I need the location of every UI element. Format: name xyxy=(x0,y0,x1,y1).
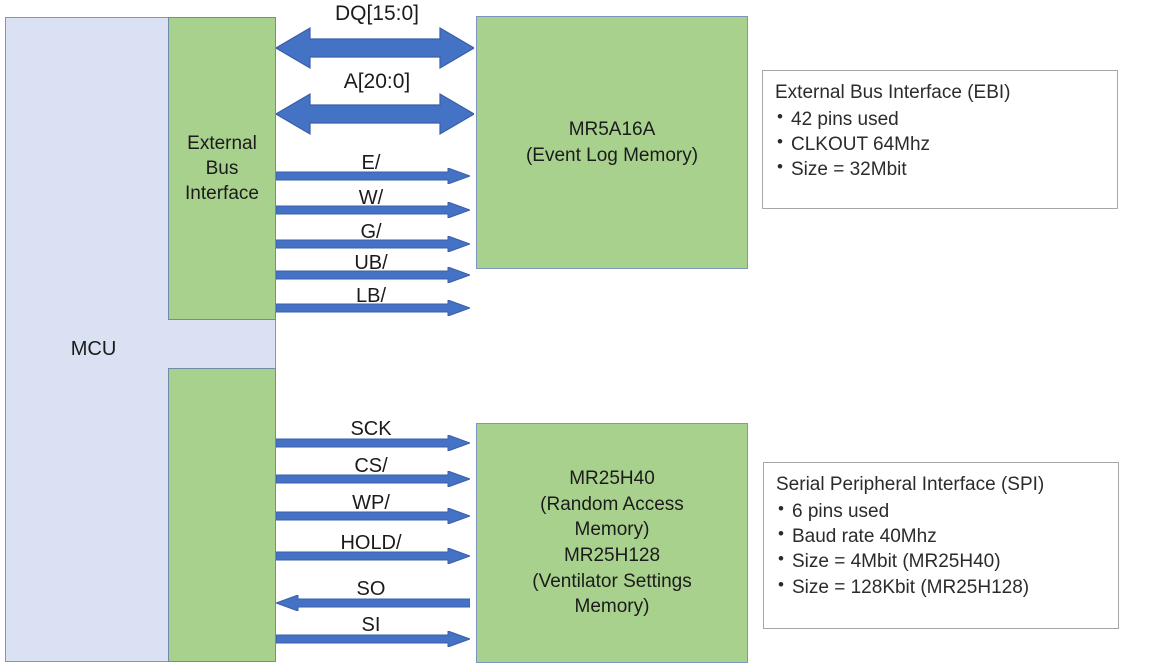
callout-spi-bullet-1: 6 pins used xyxy=(776,498,1106,524)
signal-arrow-hold xyxy=(276,548,470,564)
callout-spi-bullet-2: Baud rate 40Mhz xyxy=(776,523,1106,549)
ebi-block-label-line-3: Interface xyxy=(185,183,259,205)
callout-ebi: External Bus Interface (EBI) 42 pins use… xyxy=(762,70,1118,209)
mcu-label: MCU xyxy=(70,338,117,360)
signal-arrow-sck xyxy=(276,435,470,451)
signal-label-wp: WP/ xyxy=(352,492,390,514)
callout-spi-list: 6 pins used Baud rate 40Mhz Size = 4Mbit… xyxy=(776,498,1106,600)
signal-arrow-so xyxy=(276,595,470,611)
signal-label-e: E/ xyxy=(361,152,381,174)
signal-label-sck: SCK xyxy=(350,418,392,440)
memory-bottom-line-4: MR25H128 xyxy=(563,545,661,566)
callout-spi: Serial Peripheral Interface (SPI) 6 pins… xyxy=(763,462,1119,629)
memory-bottom-line-3: Memory) xyxy=(574,519,650,541)
signal-label-lb: LB/ xyxy=(355,285,387,307)
callout-ebi-bullet-1: 42 pins used xyxy=(775,106,1105,132)
memory-bottom-label: MR25H40 (Random Access Memory) MR25H128 … xyxy=(532,466,691,620)
signal-arrow-cs xyxy=(276,471,470,487)
signal-arrow-ub xyxy=(276,267,470,283)
callout-spi-bullet-3: Size = 4Mbit (MR25H40) xyxy=(776,548,1106,574)
callout-ebi-list: 42 pins used CLKOUT 64Mhz Size = 32Mbit xyxy=(775,106,1105,182)
callout-spi-bullet-4: Size = 128Kbit (MR25H128) xyxy=(776,574,1106,600)
signal-arrow-w xyxy=(276,202,470,218)
signal-arrow-a xyxy=(276,92,474,136)
ebi-block-label-line-2: Bus xyxy=(205,157,239,179)
ebi-block-label-line-1: External xyxy=(187,132,257,154)
mcu-external-bus-interface-block: External Bus Interface xyxy=(168,17,276,320)
signal-label-a: A[20:0] xyxy=(343,70,411,93)
signal-label-g: G/ xyxy=(360,221,382,243)
signal-arrow-si xyxy=(276,631,470,647)
signal-arrow-g xyxy=(276,236,470,252)
memory-block-event-log: MR5A16A (Event Log Memory) xyxy=(476,16,748,269)
memory-bottom-line-5: (Ventilator Settings xyxy=(532,570,692,592)
callout-ebi-title: External Bus Interface (EBI) xyxy=(775,82,1011,103)
signal-label-hold: HOLD/ xyxy=(340,532,402,554)
signal-arrow-wp xyxy=(276,508,470,524)
callout-ebi-bullet-2: CLKOUT 64Mhz xyxy=(775,131,1105,157)
callout-spi-title: Serial Peripheral Interface (SPI) xyxy=(776,474,1045,495)
signal-arrow-e xyxy=(276,168,470,184)
signal-label-so: SO xyxy=(356,578,386,600)
memory-block-ram-settings: MR25H40 (Random Access Memory) MR25H128 … xyxy=(476,423,748,663)
memory-top-desc: (Event Log Memory) xyxy=(525,144,699,166)
signal-label-cs: CS/ xyxy=(354,455,388,477)
ebi-block-label: External Bus Interface xyxy=(185,131,259,206)
signal-label-w: W/ xyxy=(358,187,384,209)
memory-top-label: MR5A16A (Event Log Memory) xyxy=(526,117,698,168)
mcu-spi-interface-block xyxy=(168,368,276,662)
memory-top-part: MR5A16A xyxy=(568,118,656,140)
signal-arrow-dq xyxy=(276,26,474,70)
callout-ebi-bullet-3: Size = 32Mbit xyxy=(775,156,1105,182)
signal-arrow-lb xyxy=(276,300,470,316)
memory-bottom-line-6: Memory) xyxy=(574,596,650,618)
memory-bottom-line-1: MR25H40 xyxy=(569,468,655,490)
signal-label-ub: UB/ xyxy=(354,252,388,274)
signal-label-dq: DQ[15:0] xyxy=(334,2,420,25)
signal-label-si: SI xyxy=(361,614,381,636)
memory-bottom-line-2: (Random Access xyxy=(540,493,684,515)
